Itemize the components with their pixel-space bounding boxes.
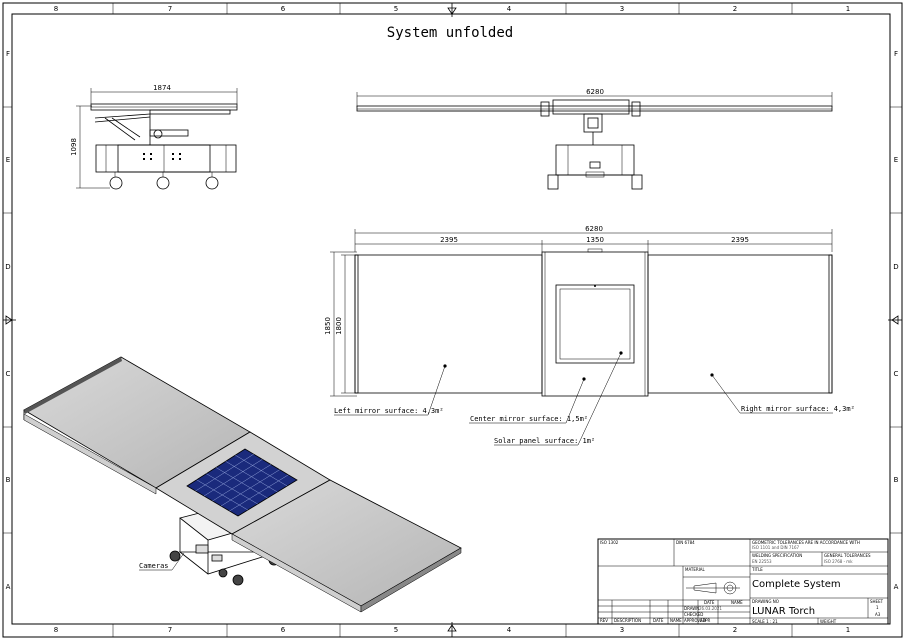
grid-col-label: 1 (846, 626, 850, 634)
grid-col-label: 2 (733, 626, 737, 634)
grid-row-label: D (5, 263, 10, 271)
grid-col-label: 8 (54, 626, 58, 634)
grid-col-label: 6 (281, 5, 286, 13)
left-mirror-callout: Left mirror surface: 4,3m² (334, 407, 444, 415)
isometric-view (23, 356, 462, 613)
grid-row-label: F (894, 50, 898, 58)
grid-row-label: A (6, 583, 11, 591)
dim-front-width: 6280 (586, 88, 604, 96)
dim-side-width: 1874 (153, 84, 171, 92)
scale-value: SCALE 1 : 21 (752, 619, 778, 624)
front-view: 6280 (356, 88, 833, 190)
plan-view: 6280 2395 1350 2395 1850 1800 (324, 225, 833, 446)
weight-label: WEIGHT (820, 619, 837, 624)
grid-col-label: 6 (281, 626, 286, 634)
dim-plan-right: 2395 (731, 236, 749, 244)
grid-row-label: E (894, 156, 898, 164)
grid-row-label: C (894, 370, 899, 378)
cameras-callout: Cameras (139, 562, 169, 570)
grid-col-label: 8 (54, 5, 58, 13)
grid-row-label: A (894, 583, 899, 591)
name-col-label: NAME (731, 600, 743, 605)
grid-row-label: C (6, 370, 11, 378)
dim-plan-inner-height: 1800 (335, 317, 343, 335)
grid-col-label: 4 (507, 5, 512, 13)
geom-tol-label: GEOMETRIC TOLERANCES ARE IN ACCORDANCE W… (752, 540, 860, 545)
grid-col-label: 7 (168, 626, 172, 634)
centering-marks (3, 3, 902, 637)
grid-col-label: 4 (507, 626, 512, 634)
drawing-no-value: LUNAR Torch (752, 606, 815, 617)
general-tol-label: GENERAL TOLERANCES (824, 553, 871, 558)
grid-col-label: 7 (168, 5, 172, 13)
approved-label: APPROVED (684, 618, 706, 623)
grid-col-label: 1 (846, 5, 850, 13)
right-mirror-callout: Right mirror surface: 4,3m² (741, 405, 855, 413)
inner-frame (11, 13, 891, 625)
solar-cell-line (229, 474, 289, 512)
name-label: NAME (670, 618, 682, 623)
welding-label: WELDING SPECIFICATION (752, 553, 802, 558)
grid-row-label: D (893, 263, 898, 271)
title-label: TITLE (751, 567, 763, 572)
description-label: DESCRIPTION (614, 618, 641, 623)
sheet-size: A3 (875, 612, 881, 617)
grid-col-label: 5 (394, 5, 398, 13)
grid-row-label: E (6, 156, 10, 164)
date-col-label: DATE (704, 600, 715, 605)
drawn-label: DRAWN (684, 606, 699, 611)
general-tol-std: ISO 2768 - mk (824, 559, 853, 564)
dim-plan-outer-height: 1850 (324, 317, 332, 335)
solar-panel-callout: Solar panel surface: 1m² (494, 437, 595, 445)
sheet-value: 1 (876, 605, 879, 610)
geom-tol-std: ISO 1101 and DIN 7167 (752, 545, 800, 550)
sheet-label: SHEET (870, 599, 884, 604)
checked-label: CHECKED (684, 612, 703, 617)
grid-col-label: 2 (733, 5, 737, 13)
dim-plan-total: 6280 (585, 225, 603, 233)
drawing-title: System unfolded (387, 25, 513, 41)
grid-row-label: B (894, 476, 899, 484)
drawing-no-label: DRAWING NO (752, 599, 779, 604)
dim-plan-left: 2395 (440, 236, 458, 244)
title-block (597, 538, 889, 625)
material-label: MATERIAL (685, 567, 706, 572)
dim-plan-center: 1350 (586, 236, 604, 244)
appr-label: APPR (700, 618, 711, 623)
welding-std: EN 22553 (752, 559, 772, 564)
din-label: DIN 6784 (676, 540, 695, 545)
side-view: 1874 1098 (70, 84, 238, 190)
center-mirror-callout: Center mirror surface: 1,5m² (470, 415, 588, 423)
grid-row-label: B (6, 476, 11, 484)
drawn-date: 26.03.2021 (699, 606, 722, 611)
title-value: Complete System (752, 579, 841, 590)
grid-col-label: 3 (620, 626, 624, 634)
grid-row-label: F (6, 50, 10, 58)
grid-col-label: 3 (620, 5, 624, 13)
iso-label: ISO 1302 (600, 540, 619, 545)
grid-col-label: 5 (394, 626, 398, 634)
date-label: DATE (653, 618, 664, 623)
rev-label: REV (600, 618, 608, 623)
dim-side-height: 1098 (70, 138, 78, 156)
